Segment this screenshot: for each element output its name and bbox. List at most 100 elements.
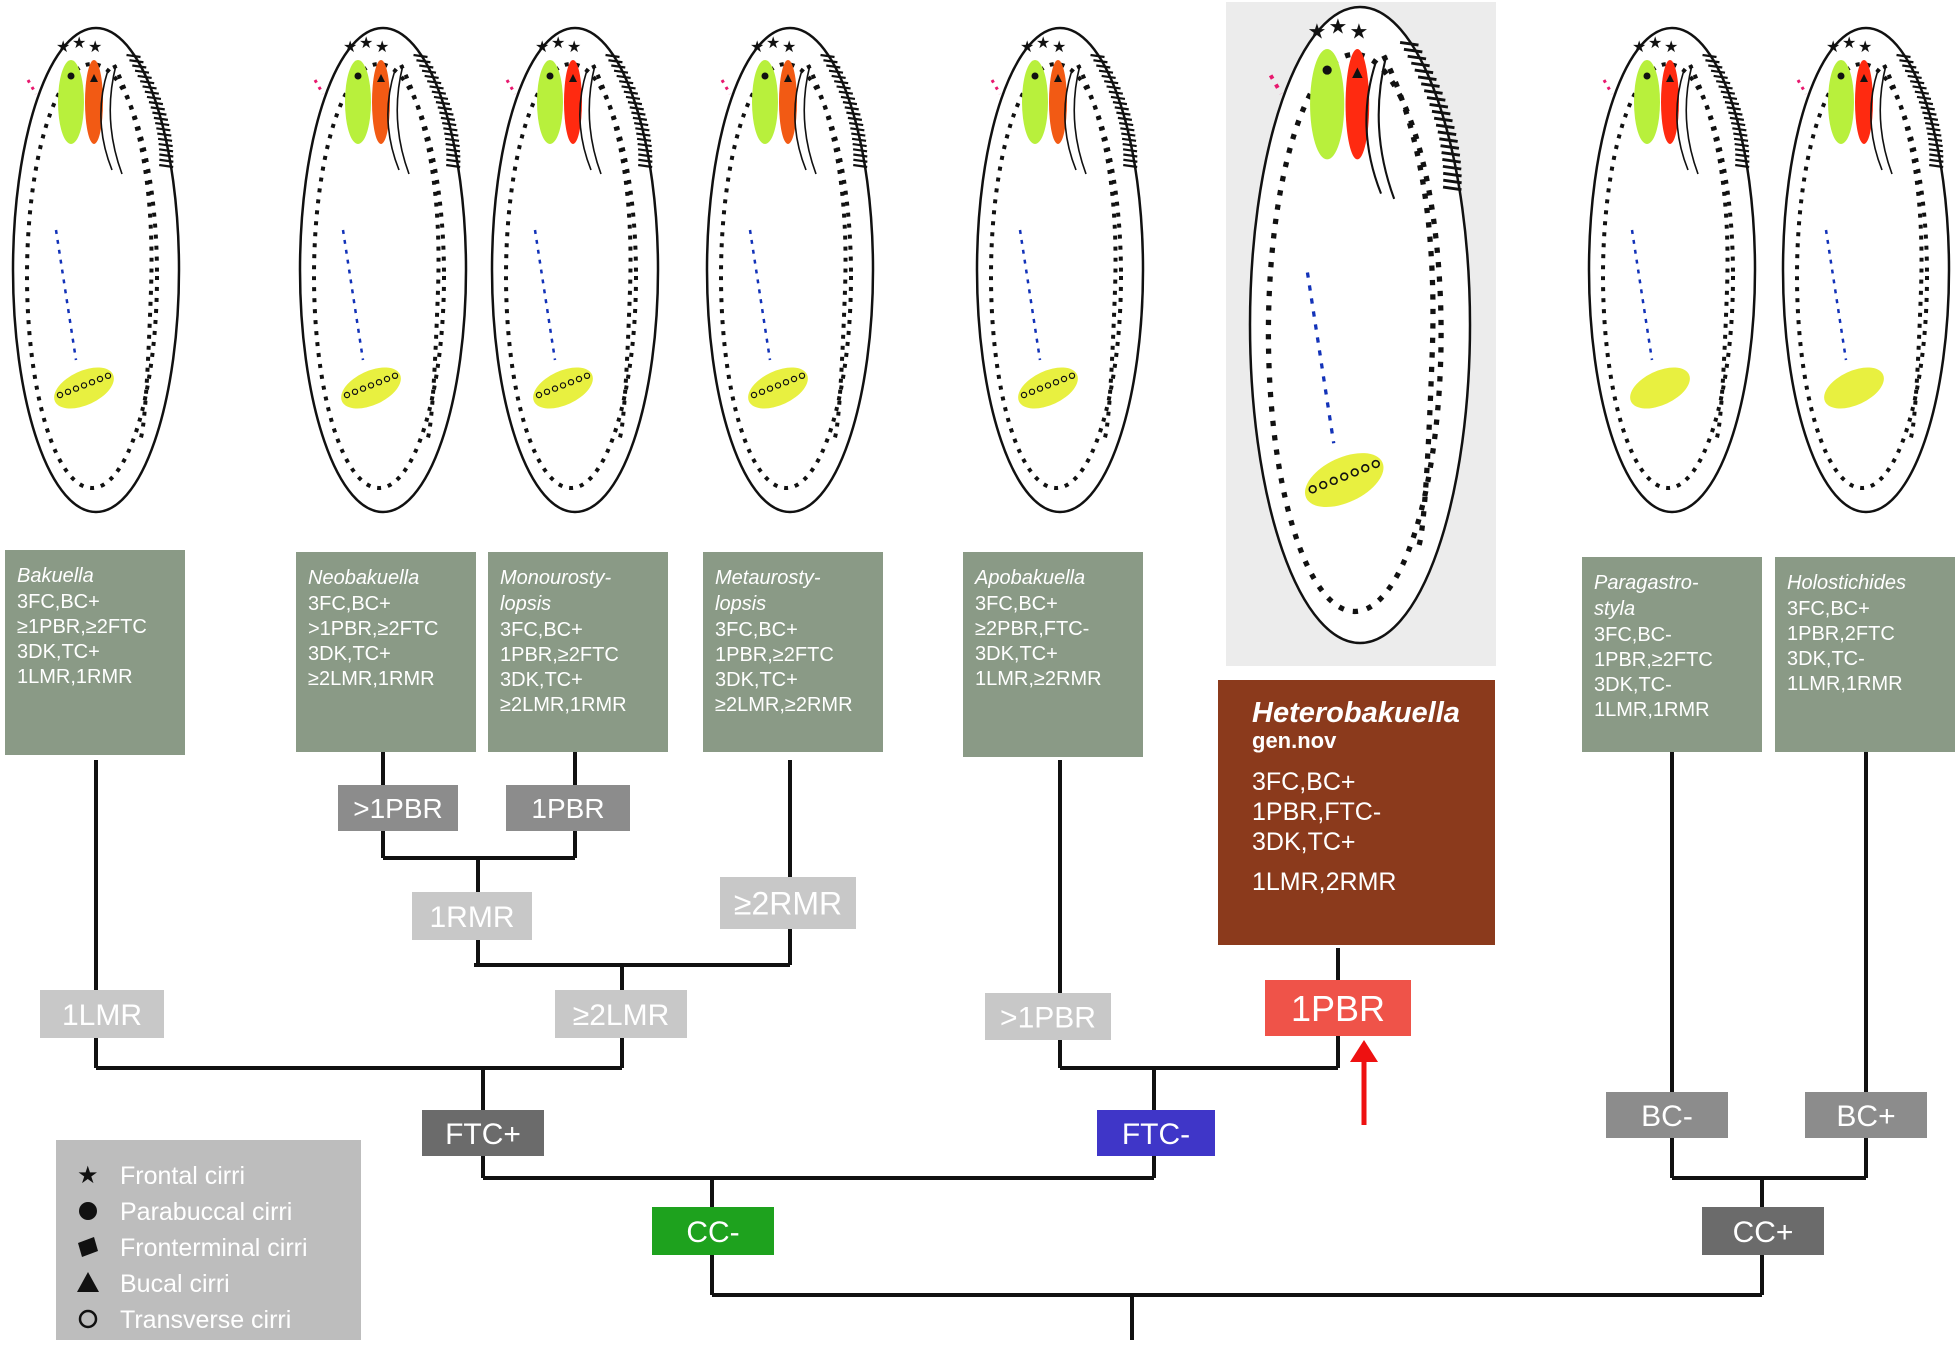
taxon-character: 3FC,BC+: [975, 593, 1058, 615]
new-genus-arrow: [1350, 1040, 1378, 1125]
node-bc-plus: BC+: [1805, 1092, 1927, 1138]
parallelogram-icon: [78, 1237, 98, 1257]
node-label: CC-: [686, 1216, 739, 1249]
node-label: FTC-: [1122, 1118, 1190, 1151]
svg-text:★: ★: [343, 37, 357, 56]
cell-drawing: ★★★: [1781, 26, 1951, 514]
node-label: ≥2RMR: [734, 886, 842, 922]
legend-label: Bucal cirri: [120, 1270, 230, 1298]
node-ge2rmr: ≥2RMR: [720, 877, 856, 929]
svg-text:★: ★: [535, 37, 549, 56]
svg-text:★: ★: [1826, 37, 1840, 56]
taxon-character: 1LMR,1RMR: [1787, 673, 1903, 695]
legend-item: Bucal cirri: [77, 1270, 230, 1298]
taxon-character: 1LMR,1RMR: [17, 666, 133, 688]
node-gt1pbr-left: >1PBR: [338, 785, 458, 831]
taxon-character: 3FC,BC+: [1787, 598, 1870, 620]
taxon-name: Holostichides: [1787, 572, 1906, 594]
circle-icon: [78, 1309, 98, 1329]
svg-text:★: ★: [567, 37, 581, 56]
svg-text:★: ★: [750, 37, 764, 56]
svg-text:★: ★: [1632, 37, 1646, 56]
taxon-character: 3FC,BC+: [1252, 768, 1356, 796]
taxon-name: Bakuella: [17, 565, 94, 587]
legend-label: Transverse cirri: [120, 1306, 291, 1334]
node-label: FTC+: [445, 1118, 521, 1151]
dot-icon: [79, 1202, 97, 1220]
node-bc-minus: BC-: [1606, 1092, 1728, 1138]
legend-item: Fronterminal cirri: [78, 1234, 308, 1262]
taxon-name: Heterobakuella: [1252, 697, 1460, 729]
node-label: BC-: [1641, 1100, 1693, 1133]
svg-text:★: ★: [72, 33, 86, 52]
node-ge2lmr: ≥2LMR: [555, 990, 687, 1038]
node-onepbr-new: 1PBR: [1265, 980, 1411, 1036]
node-label: ≥2LMR: [573, 999, 670, 1032]
node-label: BC+: [1836, 1100, 1895, 1133]
node-label: CC+: [1733, 1216, 1794, 1249]
taxon-character: ≥2LMR,1RMR: [308, 668, 435, 690]
svg-text:★: ★: [1020, 37, 1034, 56]
taxon-name: Monourosty-: [500, 567, 611, 589]
taxon-character: 3DK,TC-: [1594, 674, 1672, 696]
node-label: 1PBR: [531, 793, 604, 824]
taxon-character: 3DK,TC-: [1787, 648, 1865, 670]
taxon-name: lopsis: [715, 593, 766, 615]
taxon-character: 1PBR,2FTC: [1787, 623, 1895, 645]
legend-label: Fronterminal cirri: [120, 1234, 308, 1262]
legend-item: Transverse cirri: [78, 1306, 291, 1334]
taxon-character: 3FC,BC-: [1594, 624, 1672, 646]
node-label: >1PBR: [1000, 1001, 1096, 1034]
taxon-box: Metaurosty-lopsis 3FC,BC+ 1PBR,≥2FTC 3DK,TC…: [703, 552, 883, 752]
svg-text:★: ★: [1664, 37, 1678, 56]
taxon-box: Paragastro-styla3FC,BC-1PBR,≥2FTC3DK,TC-…: [1582, 557, 1762, 752]
taxon-character: 1PBR,≥2FTC: [1594, 649, 1713, 671]
node-cc-minus: CC-: [652, 1207, 774, 1255]
cell-drawing: ★★★: [705, 26, 875, 514]
taxon-box: Neobakuella3FC,BC+>1PBR,≥2FTC3DK,TC+≥2LM…: [296, 552, 476, 752]
taxon-character: 3DK,TC+: [1252, 828, 1356, 856]
node-label: 1LMR: [62, 999, 142, 1032]
node-onelmr: 1LMR: [40, 990, 164, 1038]
node-onermr: 1RMR: [412, 892, 532, 940]
taxon-box: Apobakuella 3FC,BC+ ≥2PBR,FTC- 3DK,TC+ 1LMR,…: [963, 552, 1143, 757]
taxon-character: ≥2PBR,FTC-: [975, 618, 1089, 640]
taxon-character: 1LMR,≥2RMR: [975, 668, 1102, 690]
taxon-character: 3FC,BC+: [17, 591, 100, 613]
taxon-character: 3DK,TC+: [975, 643, 1058, 665]
svg-text:★: ★: [56, 37, 70, 56]
svg-text:★: ★: [1036, 33, 1050, 52]
svg-text:★: ★: [359, 33, 373, 52]
node-label: 1RMR: [429, 901, 514, 934]
taxon-name: lopsis: [500, 593, 551, 615]
cell-drawing: ★★★: [1248, 5, 1472, 645]
svg-text:★: ★: [551, 33, 565, 52]
legend-label: Parabuccal cirri: [120, 1198, 292, 1226]
taxon-character: 1PBR,≥2FTC: [715, 644, 834, 666]
taxon-character: 1PBR,FTC-: [1252, 798, 1381, 826]
taxon-subtitle: gen.nov: [1252, 728, 1337, 753]
legend-item: Parabuccal cirri: [79, 1198, 292, 1226]
legend-item: ★Frontal cirri: [77, 1161, 245, 1190]
taxon-character: 3FC,BC+: [715, 619, 798, 641]
taxon-character: 3DK,TC+: [715, 669, 798, 691]
taxon-box: Monourosty-lopsis 3FC,BC+ 1PBR,≥2FTC 3DK,TC…: [488, 552, 668, 752]
node-ftc-minus: FTC-: [1097, 1110, 1215, 1156]
taxon-name: Apobakuella: [974, 567, 1085, 589]
svg-text:★: ★: [1349, 19, 1368, 44]
svg-text:★: ★: [1307, 19, 1326, 44]
svg-text:★: ★: [1052, 37, 1066, 56]
taxon-name: Metaurosty-: [715, 567, 821, 589]
cell-drawing: ★★★: [298, 26, 468, 514]
taxon-character: 3DK,TC+: [500, 669, 583, 691]
node-cc-plus: CC+: [1702, 1207, 1824, 1255]
taxon-character: 1LMR,1RMR: [1594, 699, 1710, 721]
taxon-character: 1PBR,≥2FTC: [500, 644, 619, 666]
svg-text:★: ★: [1858, 37, 1872, 56]
taxon-character: ≥1PBR,≥2FTC: [17, 616, 147, 638]
taxon-character: ≥2LMR,1RMR: [500, 694, 627, 716]
taxon-character: 3FC,BC+: [500, 619, 583, 641]
svg-text:★: ★: [375, 37, 389, 56]
